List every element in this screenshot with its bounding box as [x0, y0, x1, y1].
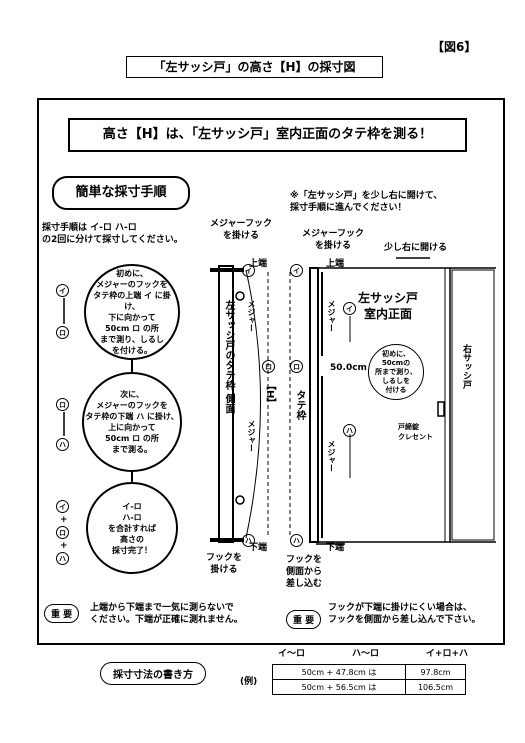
mark-ha-1: ハ: [56, 438, 69, 451]
important-note-1: 上端から下端まで一気に測らないで ください。下端が正確に測れません。: [90, 603, 243, 625]
hook-bottom-left: フックを 掛ける: [206, 553, 243, 575]
table-header-2: ハ〜ロ: [351, 649, 379, 659]
mark-ha-left: ハ: [242, 534, 255, 547]
table-header-3: イ+ロ+ハ: [425, 649, 468, 659]
step-circle-3: イ-ロ ハ-ロ を合計すれば 高さの 採寸完了！: [86, 482, 178, 574]
mark-i-right: イ: [290, 264, 303, 277]
table-row: 50cm + 56.5cm は 106.5cm: [272, 679, 466, 695]
right-door-label: 右サッシ戸: [461, 344, 471, 389]
measure-label-1: メジャー: [247, 300, 256, 332]
figure-label: 【図6】: [432, 40, 477, 54]
table-cell: 50cm + 56.5cm は: [272, 679, 406, 695]
mark-ro-3: ロ: [56, 526, 69, 539]
mark-ro-2: ロ: [56, 398, 69, 411]
small-circle-note: 初めに、 50cmの 所まで測り、 しるしを 付ける: [368, 344, 424, 400]
table-header-row: イ〜ロ ハ〜ロ イ+ロ+ハ: [278, 648, 468, 660]
example-table: 50cm + 47.8cm は 97.8cm 50cm + 56.5cm は 1…: [272, 664, 466, 695]
table-cell: 97.8cm: [405, 664, 466, 680]
table-cell: 106.5cm: [405, 679, 466, 695]
step-circle-2: 次に、 メジャーのフックを タテ枠の下端 ハ に掛け、 上に向かって 50cm …: [82, 372, 182, 472]
mark-ha-small: ハ: [343, 424, 356, 437]
bottom-end-right: 下端: [326, 543, 345, 553]
table-cell: 50cm + 47.8cm は: [272, 664, 406, 680]
hook-top-left: メジャーフック を掛ける: [210, 219, 273, 241]
frame-label: タテ枠: [294, 390, 305, 420]
plus-1: +: [60, 515, 68, 525]
mark-ha-right: ハ: [290, 534, 303, 547]
mark-ro-left: ロ: [262, 360, 275, 373]
lock-label: 戸締錠 クレセント: [398, 423, 433, 441]
important-badge-2: 重 要: [286, 610, 322, 629]
table-row: 50cm + 47.8cm は 97.8cm: [272, 664, 466, 680]
measure-label-4: メジャー: [327, 440, 336, 472]
mark-ro-1: ロ: [56, 326, 69, 339]
mark-i-small: イ: [343, 302, 356, 315]
howto-badge: 採寸寸法の書き方: [100, 662, 206, 685]
hook-bottom-right: フックを 側面から 差し込む: [286, 555, 323, 589]
important-note-2: フックが下端に掛けにくい場合は、 フックを側面から差し込んで下さい。: [328, 603, 481, 625]
table-header-1: イ〜ロ: [278, 649, 306, 659]
top-end-left: 上端: [249, 259, 268, 269]
headline: 高さ【H】は、「左サッシ戸」室内正面のタテ枠を測る！: [68, 118, 467, 152]
mark-i-1: イ: [56, 284, 69, 297]
steps-intro: 採寸手順は イ-ロ ハ-ロ の2回に分けて採寸してください。: [42, 223, 183, 245]
mark-ro-right: ロ: [290, 360, 303, 373]
section-title: 簡単な採寸手順: [52, 176, 190, 210]
step-circle-1: 初めに、 メジャーのフックを タテ枠の上端 イ に掛け、 下に向かって 50cm…: [84, 264, 180, 360]
plus-2: +: [60, 541, 68, 551]
hook-top-right: メジャーフック を掛ける: [302, 229, 365, 251]
main-frame: [37, 98, 505, 645]
height-label: 【H】: [264, 380, 275, 409]
open-right-label: 少し右に開ける: [384, 243, 448, 253]
value-50: 50.0cm: [330, 363, 367, 373]
top-end-right: 上端: [326, 259, 345, 269]
page-title: 「左サッシ戸」の高さ【H】の採寸図: [126, 56, 383, 78]
mark-ha-2: ハ: [56, 552, 69, 565]
left-door-front-label: 左サッシ戸 室内正面: [358, 291, 419, 321]
bottom-end-left: 下端: [249, 543, 268, 553]
mark-i-left: イ: [242, 264, 255, 277]
important-badge-1: 重 要: [44, 604, 80, 623]
left-door-side-label: 左サッシ戸のタテ枠 側面: [223, 300, 234, 414]
note-top: ※「左サッシ戸」を少し右に開けて、 採寸手順に進んでください！: [290, 191, 443, 213]
example-label: (例): [240, 677, 258, 687]
measure-label-2: メジャー: [247, 420, 256, 452]
mark-i-2: イ: [56, 500, 69, 513]
measure-label-3: メジャー: [327, 300, 336, 332]
